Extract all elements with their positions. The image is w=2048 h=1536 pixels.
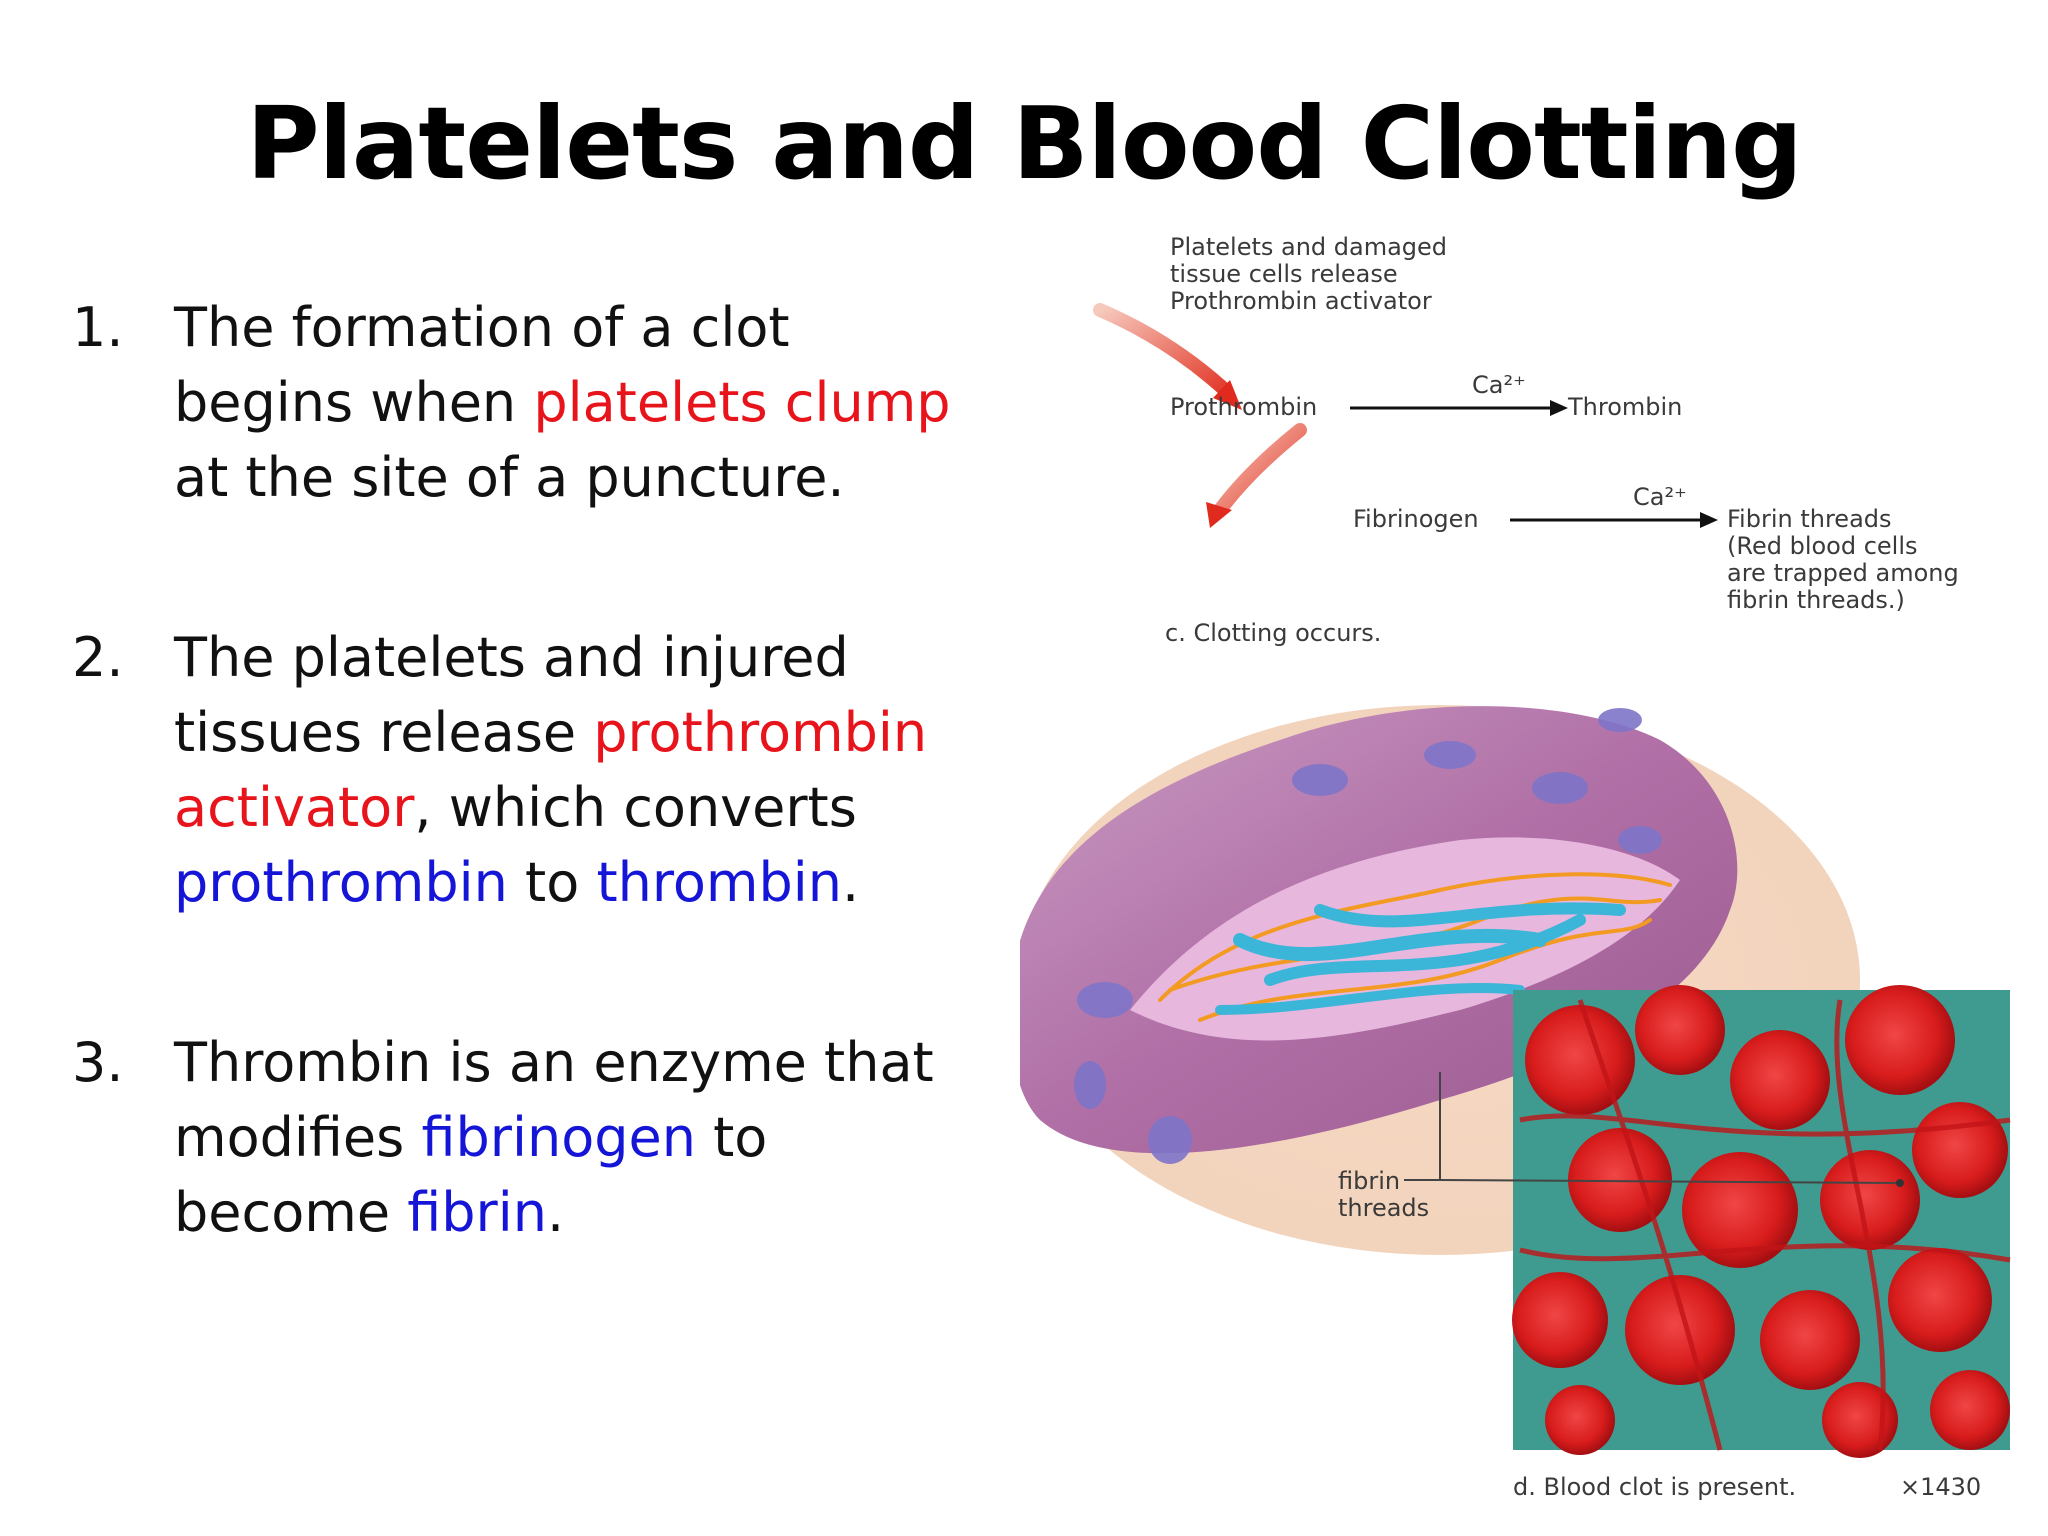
reaction-arrowhead-2: [1700, 512, 1718, 528]
highlight-red: prothrombin activator: [174, 701, 928, 839]
thrombin-label: Thrombin: [1568, 393, 1683, 421]
cell-nuclei: [1074, 708, 1662, 1164]
highlight-blue: prothrombin: [174, 851, 508, 914]
fibrin-threads-label: Fibrin threads (Red blood cells are trap…: [1727, 505, 1959, 614]
activator-label: Platelets and damaged tissue cells relea…: [1170, 233, 1448, 315]
bullet-item-2: 2. The platelets and injured tissues rel…: [72, 620, 952, 920]
activator-arrowhead: [1213, 380, 1242, 410]
clotting-diagram: Platelets and damaged tissue cells relea…: [1020, 220, 2040, 1530]
bullet-text: The platelets and injured tissues releas…: [174, 626, 928, 914]
bullet-number: 2.: [72, 626, 124, 689]
fibrin-leader-micrograph: [1439, 1179, 1901, 1184]
fibrin-mesh: [1158, 872, 1672, 1022]
bullet-item-3: 3. Thrombin is an enzyme that modifies f…: [72, 1025, 952, 1250]
bullet-number: 1.: [72, 296, 124, 359]
fibrin-label: fibrin threads: [1338, 1167, 1430, 1222]
caption-d: d. Blood clot is present.: [1513, 1473, 1797, 1501]
bullet-text: The formation of a clot begins when plat…: [174, 296, 951, 509]
fibrinogen-label: Fibrinogen: [1353, 505, 1479, 533]
highlight-blue: thrombin: [596, 851, 842, 914]
thrombin-arrowhead: [1206, 502, 1232, 528]
calcium-label-2: Ca²⁺: [1633, 483, 1687, 511]
slide-title: Platelets and Blood Clotting: [246, 85, 1802, 202]
caption-c: c. Clotting occurs.: [1165, 619, 1382, 647]
bullet-list: 1. The formation of a clot begins when p…: [72, 290, 952, 1355]
magnification-label: ×1430: [1900, 1473, 1982, 1501]
highlight-blue: fibrin: [407, 1181, 547, 1244]
thrombin-arrow: [1213, 423, 1307, 517]
prothrombin-label: Prothrombin: [1170, 393, 1318, 421]
reaction-arrowhead-1: [1550, 400, 1568, 416]
bullet-text: Thrombin is an enzyme that modifies fibr…: [174, 1031, 934, 1244]
fibrin-strands: [1519, 999, 2011, 1451]
diagram-graphics: [1020, 303, 2011, 1458]
calcium-label-1: Ca²⁺: [1472, 371, 1526, 399]
red-blood-cells: [1512, 985, 2010, 1458]
highlight-red: platelets clump: [533, 371, 951, 434]
activator-arrow: [1093, 303, 1232, 397]
highlight-blue: fibrinogen: [421, 1106, 696, 1169]
bullet-item-1: 1. The formation of a clot begins when p…: [72, 290, 952, 515]
bullet-number: 3.: [72, 1031, 124, 1094]
fibrin-pointer: [1896, 1179, 1904, 1187]
